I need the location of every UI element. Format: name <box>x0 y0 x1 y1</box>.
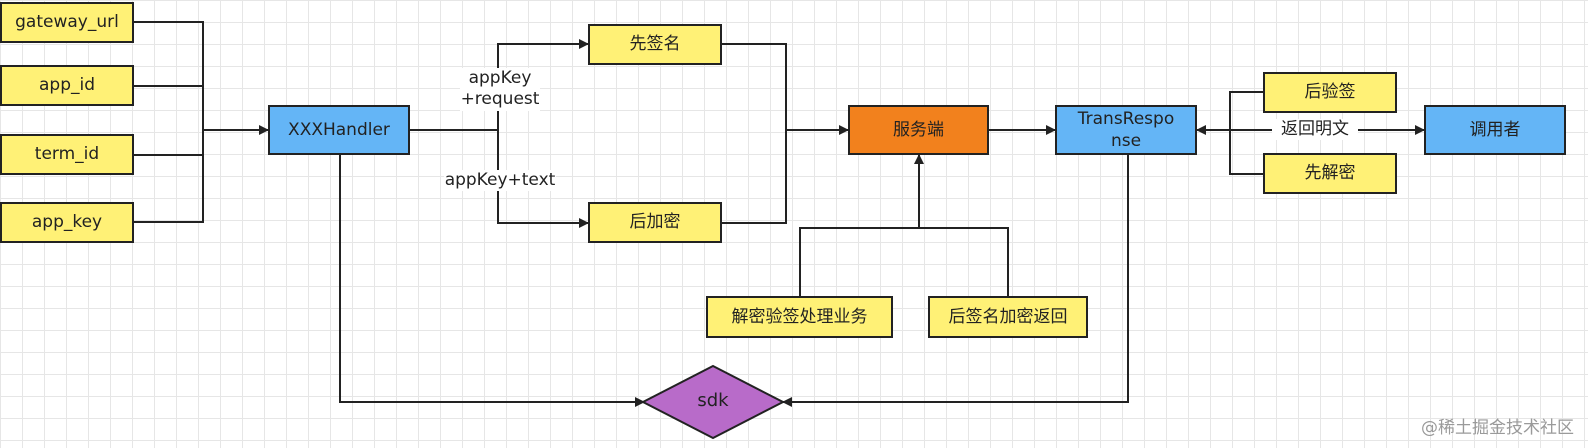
wire-to-encrypt <box>497 130 589 228</box>
edge-label-return-plain-text: 返回明文 <box>1281 119 1349 139</box>
node-sdk-label: sdk <box>697 390 729 411</box>
node-verify-after-label: 后验签 <box>1304 82 1356 103</box>
wire-sign-out <box>722 43 787 224</box>
sdk-diamond <box>640 364 786 440</box>
node-xxx-handler-label: XXXHandler <box>288 119 390 140</box>
node-app-key-label: app_key <box>31 212 103 233</box>
node-gateway-url-label: gateway_url <box>15 12 119 33</box>
node-app-id: app_id <box>0 65 134 106</box>
node-server-return: 后签名加密返回 <box>928 296 1088 338</box>
edge-label-appkey-text-text: appKey+text <box>444 170 556 190</box>
node-term-id: term_id <box>0 134 134 175</box>
watermark-text: @稀土掘金技术社区 <box>1421 418 1574 438</box>
node-verify-after: 后验签 <box>1263 72 1397 113</box>
node-app-key: app_key <box>0 202 134 243</box>
node-server: 服务端 <box>848 105 989 155</box>
wire-response-to-sdk <box>782 155 1129 407</box>
node-server-label: 服务端 <box>893 119 944 140</box>
edge-label-appkey-request: appKey +request <box>460 68 540 111</box>
edge-label-return-plain: 返回明文 <box>1272 119 1358 141</box>
node-caller-label: 调用者 <box>1469 119 1521 140</box>
wire-gateway-url <box>133 21 204 130</box>
node-encrypt-after: 后加密 <box>588 202 722 243</box>
node-trans-response: TransResponse <box>1055 105 1197 155</box>
node-caller: 调用者 <box>1424 105 1566 155</box>
node-app-id-label: app_id <box>38 75 95 96</box>
wire-handler-to-sdk <box>339 155 645 407</box>
node-decrypt-first: 先解密 <box>1263 153 1397 194</box>
node-gateway-url: gateway_url <box>0 2 134 43</box>
node-xxx-handler: XXXHandler <box>268 105 410 155</box>
node-sign-first: 先签名 <box>588 24 722 65</box>
edge-label-appkey-request-text: appKey +request <box>460 68 540 110</box>
node-server-process-label: 解密验签处理业务 <box>731 306 868 327</box>
node-encrypt-after-label: 后加密 <box>629 212 681 233</box>
node-term-id-label: term_id <box>34 144 100 165</box>
node-server-return-label: 后签名加密返回 <box>948 306 1068 327</box>
edge-label-appkey-text: appKey+text <box>444 170 556 192</box>
wire-app-key <box>133 130 204 223</box>
node-trans-response-label: TransResponse <box>1077 108 1175 151</box>
wire-server-steps <box>799 227 1009 296</box>
node-server-process: 解密验签处理业务 <box>706 296 893 338</box>
node-sign-first-label: 先签名 <box>629 34 681 55</box>
wire-verify-decrypt <box>1229 91 1263 175</box>
node-decrypt-first-label: 先解密 <box>1304 163 1356 184</box>
